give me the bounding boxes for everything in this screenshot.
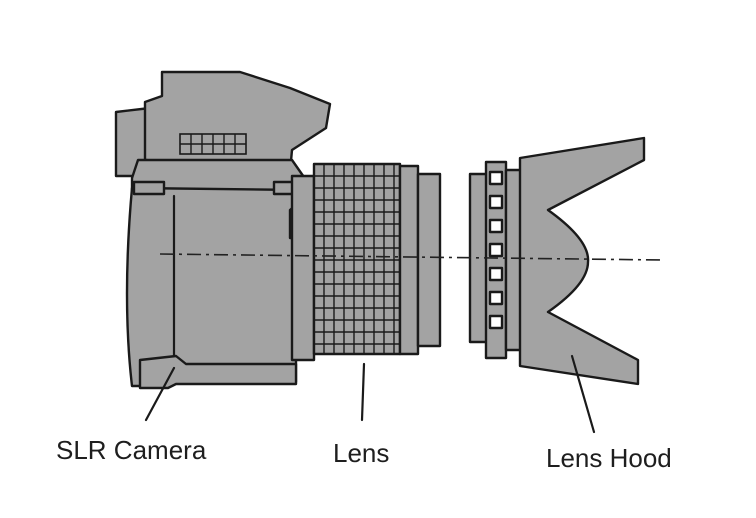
- label-slr-camera: SLR Camera: [56, 435, 207, 465]
- lens-front-ring: [416, 172, 442, 348]
- lens-barrel: [398, 164, 420, 356]
- camera-strap-lug-left: [132, 180, 166, 196]
- label-lens-hood: Lens Hood: [546, 443, 672, 473]
- optical-axis: [159, 253, 663, 261]
- lens-hood: [468, 136, 646, 386]
- camera-body: [125, 186, 308, 388]
- lens: [290, 162, 442, 362]
- hood-leader-line: [570, 354, 596, 434]
- hood-petal-shell: [518, 136, 646, 386]
- lens-knurl-grid: [314, 164, 400, 354]
- camera-vent-grid: [179, 133, 247, 155]
- slr-camera: [114, 70, 332, 390]
- camera-leader-line: [144, 366, 176, 422]
- hood-bayonet-teeth: [488, 170, 504, 330]
- label-lens: Lens: [333, 438, 390, 468]
- lens-leader-line: [360, 362, 366, 422]
- lens-mount: [290, 174, 316, 362]
- lens-focus-ring: [312, 162, 402, 356]
- camera-top-housing: [143, 70, 332, 174]
- camera-base-plate: [138, 354, 298, 390]
